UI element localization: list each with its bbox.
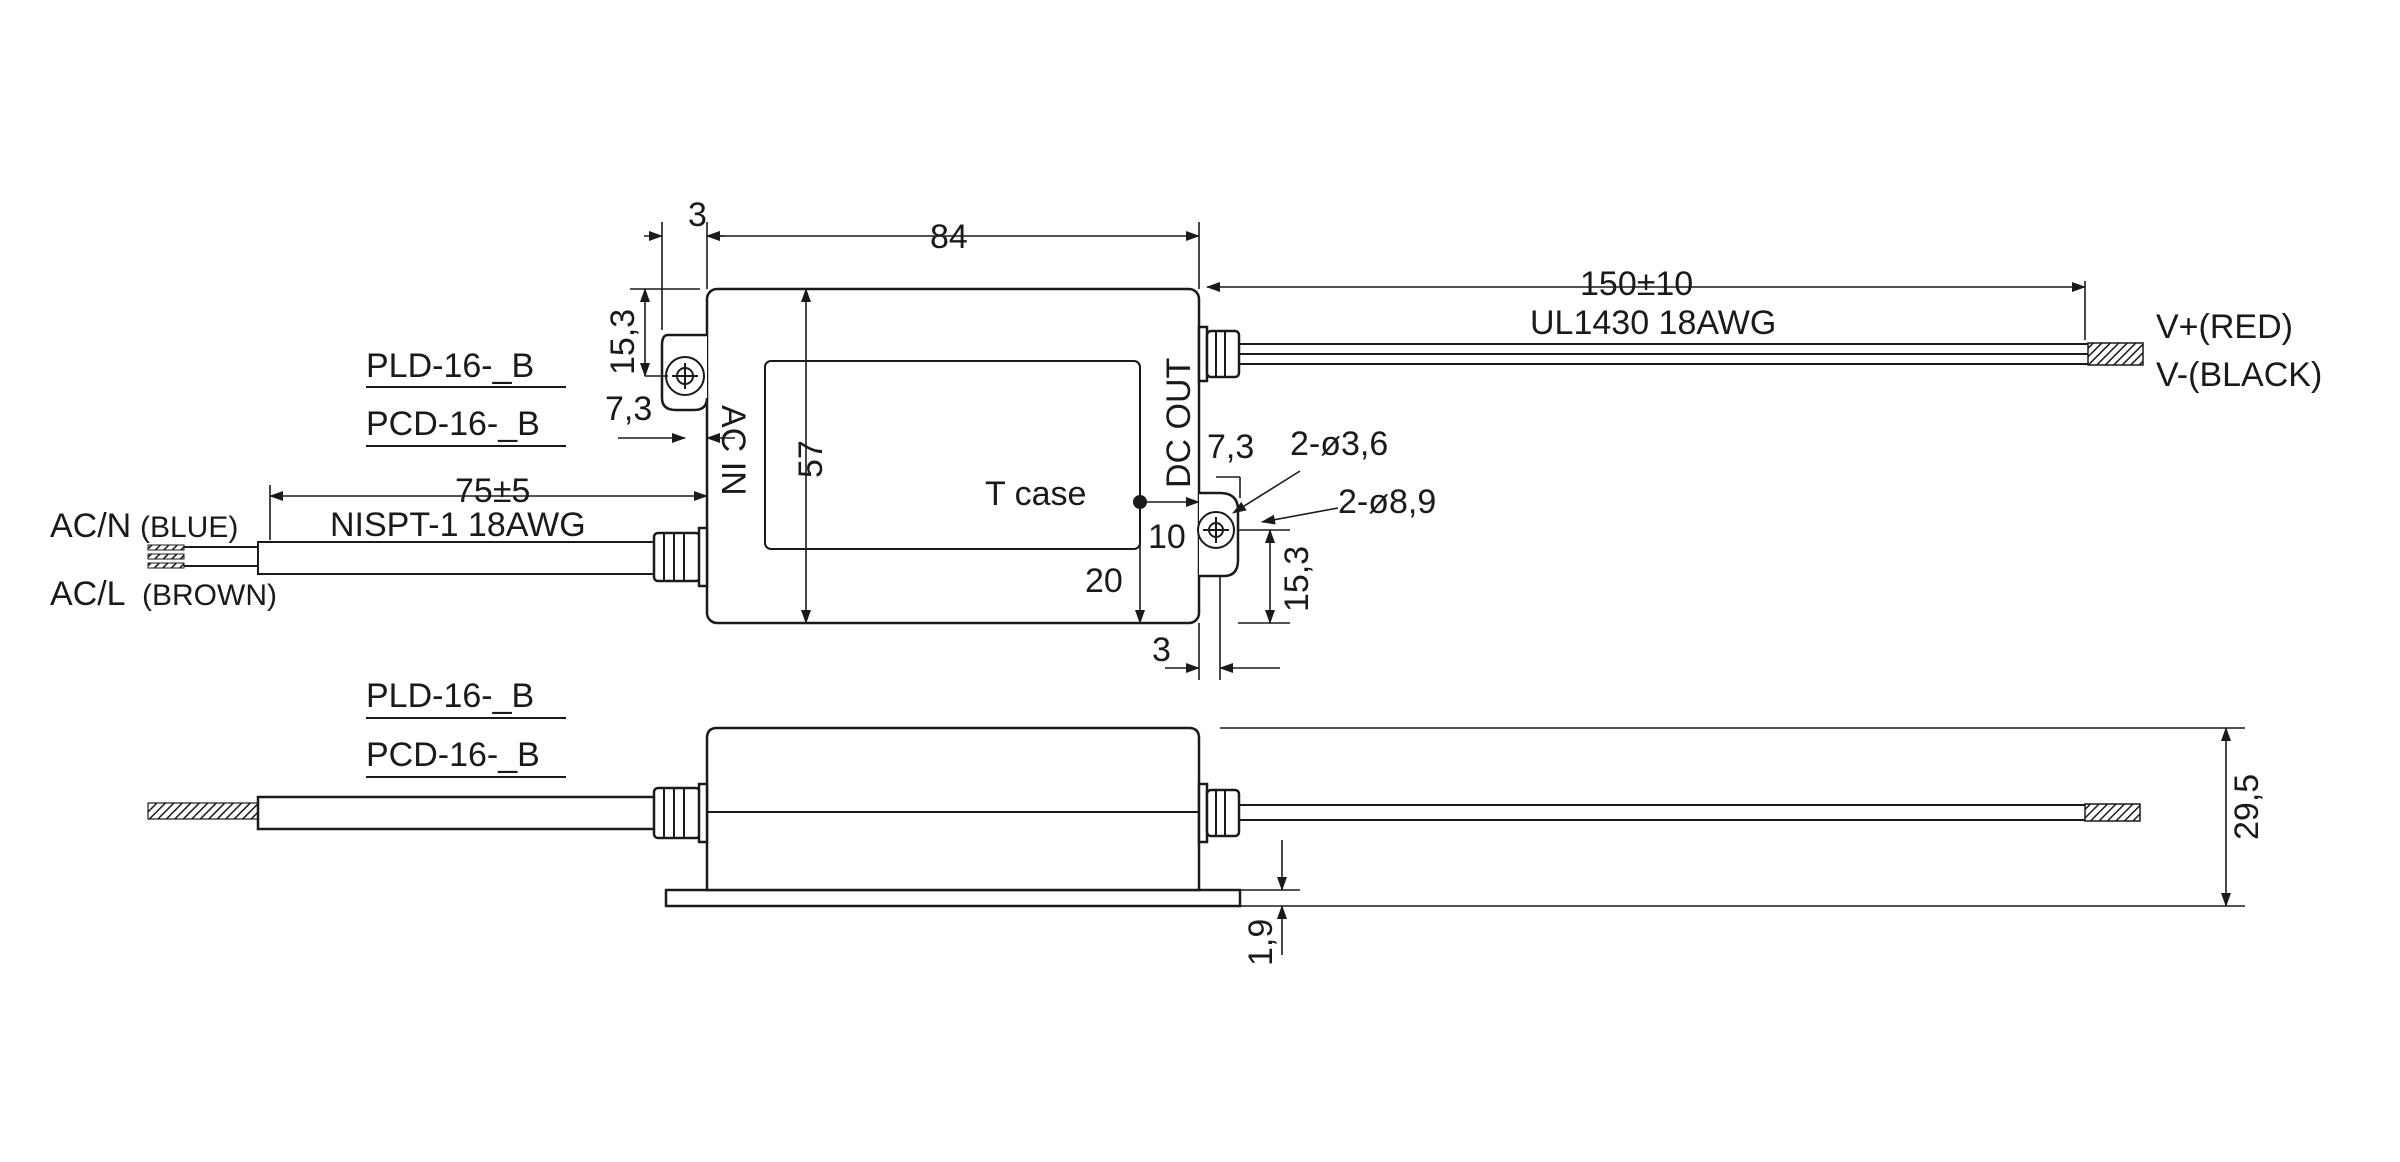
ac-cable-side bbox=[147, 782, 709, 844]
model-label-pld-top: PLD-16-_B bbox=[366, 347, 534, 385]
dim-tcase-y: 20 bbox=[1085, 562, 1123, 600]
dim-flange-width-bottom: 3 bbox=[1152, 631, 1171, 669]
ac-l-label: AC/L bbox=[50, 575, 126, 613]
dc-cable bbox=[1197, 325, 2144, 383]
dim-hole-diameter: 2-ø3,6 bbox=[1290, 425, 1388, 463]
side-view: PLD-16-_B PCD-16-_B 29,5 1,9 bbox=[147, 677, 2266, 966]
model-label-pcd-top: PCD-16-_B bbox=[366, 405, 540, 443]
dc-cable-label: UL1430 18AWG bbox=[1530, 304, 1776, 342]
dim-base-thickness: 1,9 bbox=[1242, 919, 1280, 966]
dc-out-label: DC OUT bbox=[1160, 358, 1198, 488]
case-outline-side bbox=[705, 726, 1201, 892]
dim-hole-boss-diameter: 2-ø8,9 bbox=[1338, 483, 1436, 521]
dim-right-hole-offset: 7,3 bbox=[1207, 428, 1254, 466]
dim-case-width: 57 bbox=[792, 440, 830, 478]
case-outline-top bbox=[705, 287, 1201, 625]
dim-hole-offset-side: 7,3 bbox=[605, 390, 652, 428]
model-label-pcd-side: PCD-16-_B bbox=[366, 736, 540, 774]
side-view-dimensions bbox=[1220, 727, 2245, 955]
mounting-ear-right bbox=[1197, 491, 1240, 578]
dim-case-length: 84 bbox=[930, 218, 968, 256]
v-plus-label: V+(RED) bbox=[2156, 308, 2293, 346]
dim-height: 29,5 bbox=[2228, 774, 2266, 840]
dim-dc-cable-length: 150±10 bbox=[1580, 265, 1693, 303]
ac-n-label: AC/N bbox=[50, 507, 131, 545]
t-case-label: T case bbox=[985, 475, 1086, 513]
label-area bbox=[764, 360, 1141, 550]
v-minus-label: V-(BLACK) bbox=[2156, 356, 2322, 394]
dim-ac-cable-length: 75±5 bbox=[455, 472, 530, 510]
ac-n-color-label: (BLUE) bbox=[140, 511, 238, 544]
ac-cable bbox=[147, 526, 709, 588]
dc-cable-side bbox=[1197, 782, 2141, 844]
ac-cable-label: NISPT-1 18AWG bbox=[330, 506, 586, 544]
dim-tcase-x: 10 bbox=[1148, 518, 1186, 556]
base-plate bbox=[664, 888, 1242, 908]
top-view-dimensions bbox=[269, 222, 2086, 680]
dim-flange-width: 3 bbox=[688, 196, 707, 234]
dim-hole-offset-top: 15,3 bbox=[604, 309, 642, 375]
mounting-ear-left bbox=[660, 333, 709, 412]
top-view: PLD-16-_B PCD-16-_B AC/N (BLUE) AC/L (BR… bbox=[50, 196, 2322, 680]
ac-in-label: AC IN bbox=[714, 405, 752, 496]
dim-right-hole-height: 15,3 bbox=[1278, 546, 1316, 612]
ac-l-color-label: (BROWN) bbox=[142, 579, 277, 612]
model-labels-side: PLD-16-_B PCD-16-_B bbox=[366, 677, 566, 778]
model-labels-top: PLD-16-_B PCD-16-_B bbox=[366, 347, 566, 447]
model-label-pld-side: PLD-16-_B bbox=[366, 677, 534, 715]
